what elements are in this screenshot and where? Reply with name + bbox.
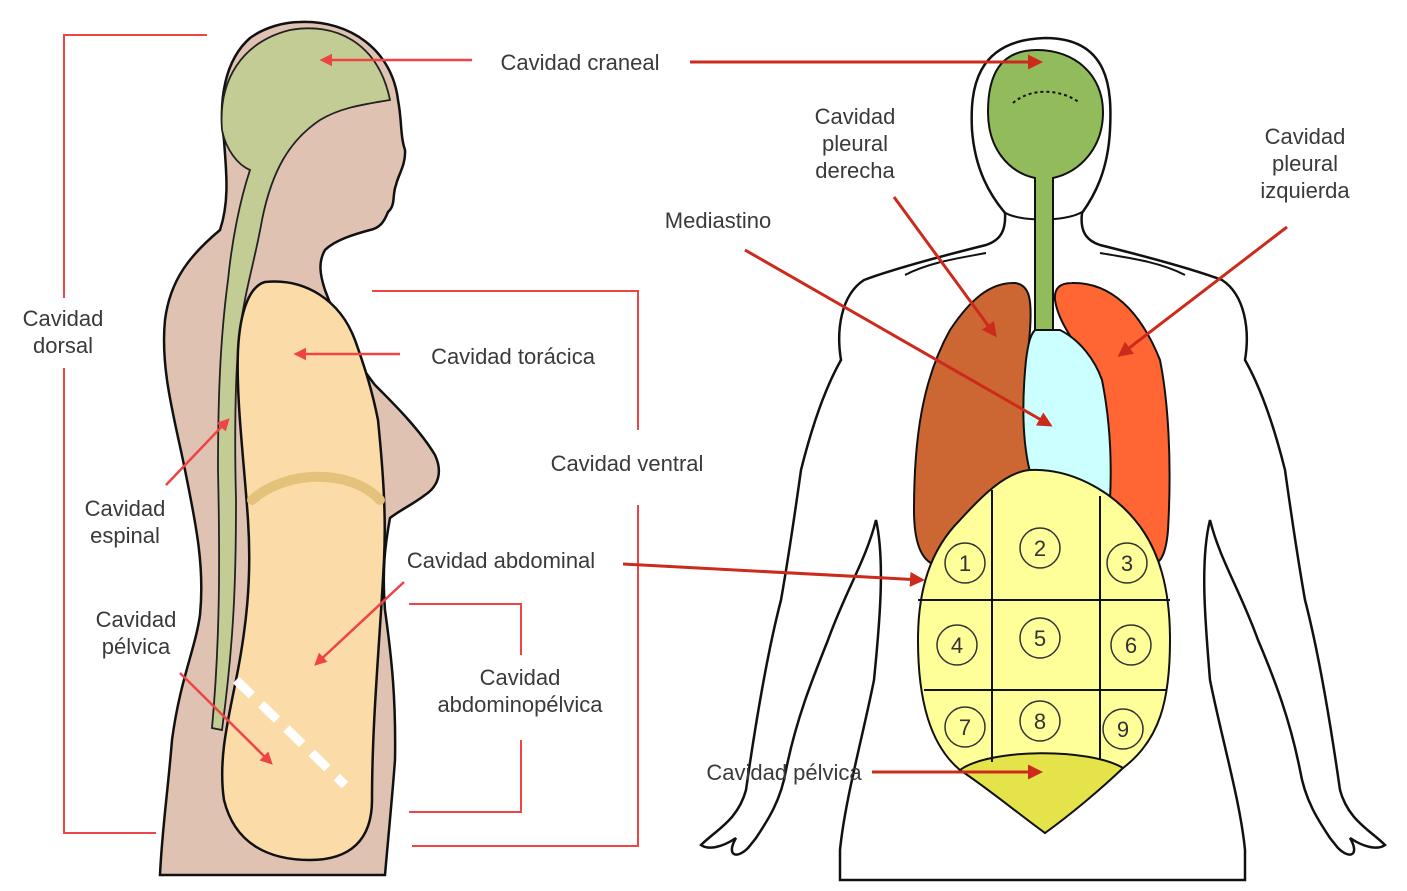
label-pleural-izquierda-line3: izquierda bbox=[1260, 178, 1350, 203]
abdominal-grid bbox=[918, 490, 1170, 762]
region-number-2: 2 bbox=[1034, 536, 1046, 561]
label-craneal: Cavidad craneal bbox=[501, 50, 660, 75]
label-ventral: Cavidad ventral bbox=[551, 451, 704, 476]
arrow-mediastino bbox=[744, 248, 1053, 427]
region-circle-5 bbox=[1019, 617, 1061, 659]
ventral-bracket-upper bbox=[372, 290, 639, 430]
shoulder-line-left bbox=[1099, 252, 1186, 276]
label-pelvica-side-line1: Cavidad bbox=[96, 607, 177, 632]
side-cranial-cavity bbox=[211, 27, 392, 732]
abdominopelvic-bracket-upper bbox=[409, 603, 522, 655]
arrow-abdominal-front bbox=[622, 562, 925, 587]
arrow-abdominal-side bbox=[314, 581, 405, 666]
labels: Cavidad craneal Cavidad dorsal Cavidad t… bbox=[23, 50, 1351, 785]
shoulder-line-right bbox=[904, 252, 987, 276]
label-abdominal: Cavidad abdominal bbox=[407, 548, 595, 573]
region-number-4: 4 bbox=[951, 633, 963, 658]
region-number-1: 1 bbox=[959, 551, 971, 576]
label-dorsal-line1: Cavidad bbox=[23, 306, 104, 331]
label-pleural-derecha-line2: pleural bbox=[822, 131, 888, 156]
region-circle-9 bbox=[1102, 708, 1144, 750]
label-espinal-line2: espinal bbox=[90, 523, 160, 548]
side-view-figure bbox=[158, 20, 441, 877]
arrow-pleural-derecha bbox=[892, 196, 997, 338]
arrow-pelvica-side bbox=[179, 672, 273, 765]
pelvic-brim-line bbox=[232, 676, 349, 789]
front-arrows bbox=[622, 54, 1288, 780]
region-circle-3 bbox=[1106, 542, 1148, 584]
label-espinal-line1: Cavidad bbox=[85, 496, 166, 521]
front-view-figure: 1 2 3 4 5 6 7 8 9 bbox=[699, 36, 1387, 882]
abdominal-region-numbers: 1 2 3 4 5 6 7 8 9 bbox=[936, 527, 1152, 750]
region-circle-1 bbox=[944, 542, 986, 584]
region-number-8: 8 bbox=[1034, 709, 1046, 734]
side-brackets bbox=[63, 34, 639, 847]
diaphragm-line bbox=[247, 471, 385, 505]
label-pleural-izquierda-line2: pleural bbox=[1272, 151, 1338, 176]
label-abdominopelvica-line1: Cavidad bbox=[480, 665, 561, 690]
label-pelvica-side-line2: pélvica bbox=[102, 634, 171, 659]
side-arrows bbox=[165, 53, 472, 765]
dorsal-bracket-lower bbox=[63, 368, 156, 834]
label-pleural-derecha-line3: derecha bbox=[815, 158, 895, 183]
region-number-7: 7 bbox=[959, 715, 971, 740]
brainstem-dotted bbox=[1012, 90, 1081, 104]
region-circle-2 bbox=[1019, 527, 1061, 569]
region-circle-4 bbox=[936, 624, 978, 666]
side-ventral-cavity bbox=[220, 280, 386, 862]
label-mediastino: Mediastino bbox=[665, 208, 771, 233]
label-pleural-derecha-line1: Cavidad bbox=[815, 104, 896, 129]
label-pelvica-front: Cavidad pélvica bbox=[706, 760, 862, 785]
label-dorsal-line2: dorsal bbox=[33, 333, 93, 358]
region-number-9: 9 bbox=[1117, 717, 1129, 742]
label-abdominopelvica-line2: abdominopélvica bbox=[437, 692, 603, 717]
region-circle-8 bbox=[1019, 700, 1061, 742]
label-toracica: Cavidad torácica bbox=[431, 344, 596, 369]
label-pleural-izquierda-line1: Cavidad bbox=[1265, 124, 1346, 149]
region-number-5: 5 bbox=[1034, 626, 1046, 651]
region-number-6: 6 bbox=[1125, 633, 1137, 658]
abdominopelvic-bracket-lower bbox=[409, 740, 522, 813]
dorsal-bracket bbox=[63, 34, 207, 298]
region-circle-6 bbox=[1110, 624, 1152, 666]
ventral-bracket-lower bbox=[412, 505, 639, 847]
region-number-3: 3 bbox=[1121, 551, 1133, 576]
region-circle-7 bbox=[944, 706, 986, 748]
arrow-espinal bbox=[165, 418, 230, 486]
arrow-pleural-izquierda bbox=[1117, 225, 1288, 357]
